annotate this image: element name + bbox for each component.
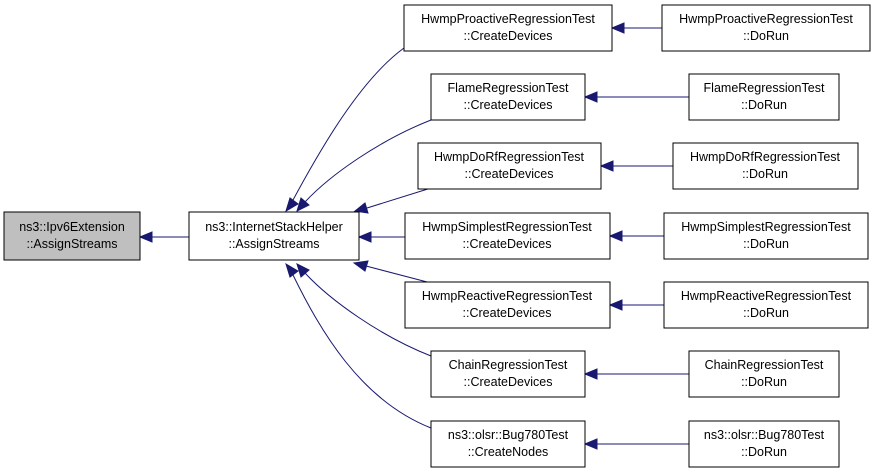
node-hwmp-proactive-dorun[interactable]: HwmpProactiveRegressionTest ::DoRun xyxy=(661,4,871,52)
node-label-line2: ::DoRun xyxy=(742,167,788,181)
node-label-line2: ::CreateDevices xyxy=(464,375,553,389)
node-hwmp-simplest-createdevices[interactable]: HwmpSimplestRegressionTest ::CreateDevic… xyxy=(404,212,611,260)
arrowhead-flame-cd xyxy=(583,91,598,103)
node-label-line1: HwmpSimplestRegressionTest xyxy=(681,220,851,234)
node-label-line2: ::DoRun xyxy=(741,445,787,459)
node-hwmp-proactive-createdevices[interactable]: HwmpProactiveRegressionTest ::CreateDevi… xyxy=(403,4,613,52)
edge-reactive-cd-to-ish xyxy=(365,265,432,284)
node-label-line1: ns3::olsr::Bug780Test xyxy=(448,428,569,442)
node-hwmp-dorf-createdevices[interactable]: HwmpDoRfRegressionTest ::CreateDevices xyxy=(417,142,602,190)
node-chain-createdevices[interactable]: ChainRegressionTest ::CreateDevices xyxy=(430,350,586,398)
node-ipv6extension-assignstreams[interactable]: ns3::Ipv6Extension ::AssignStreams xyxy=(3,211,141,261)
node-internetstackhelper-assignstreams[interactable]: ns3::InternetStackHelper ::AssignStreams xyxy=(188,211,360,261)
node-label-line2: ::CreateDevices xyxy=(464,98,553,112)
node-label-line1: HwmpProactiveRegressionTest xyxy=(679,12,853,26)
arrowhead-simplest-cd xyxy=(608,230,623,242)
node-label-line1: HwmpReactiveRegressionTest xyxy=(681,289,852,303)
node-flame-createdevices[interactable]: FlameRegressionTest ::CreateDevices xyxy=(430,73,586,121)
edge-dorf-cd-to-ish xyxy=(366,187,432,209)
node-label-line1: HwmpDoRfRegressionTest xyxy=(690,150,841,164)
nodes: ns3::Ipv6Extension ::AssignStreams ns3::… xyxy=(3,4,871,468)
arrowhead-ish-from-bug780 xyxy=(285,262,299,278)
node-chain-dorun[interactable]: ChainRegressionTest ::DoRun xyxy=(688,350,840,398)
node-label-line2: ::DoRun xyxy=(743,29,789,43)
edge-flame-cd-to-ish xyxy=(304,119,432,203)
arrowhead-dorf-cd xyxy=(599,160,614,172)
node-label-line1: FlameRegressionTest xyxy=(704,81,825,95)
node-label-line1: ns3::InternetStackHelper xyxy=(205,220,343,234)
node-hwmp-dorf-dorun[interactable]: HwmpDoRfRegressionTest ::DoRun xyxy=(672,142,859,190)
node-flame-dorun[interactable]: FlameRegressionTest ::DoRun xyxy=(688,73,840,121)
arrowhead-ish-from-dorf xyxy=(353,202,369,214)
arrowhead-ish-from-simplest xyxy=(357,231,372,243)
node-label-line1: HwmpReactiveRegressionTest xyxy=(422,289,593,303)
node-label-line1: ChainRegressionTest xyxy=(705,358,824,372)
node-label-line1: HwmpProactiveRegressionTest xyxy=(421,12,595,26)
node-label-line1: ChainRegressionTest xyxy=(449,358,568,372)
node-label-line2: ::CreateDevices xyxy=(463,237,552,251)
edge-chain-cd-to-ish xyxy=(304,272,432,357)
arrowhead-reactive-cd xyxy=(608,299,623,311)
node-hwmp-simplest-dorun[interactable]: HwmpSimplestRegressionTest ::DoRun xyxy=(663,212,869,260)
edges xyxy=(138,22,689,450)
node-label-line1: HwmpSimplestRegressionTest xyxy=(422,220,592,234)
node-label-line1: FlameRegressionTest xyxy=(448,81,569,95)
node-label-line1: ns3::olsr::Bug780Test xyxy=(704,428,825,442)
arrowhead-bug780-cn xyxy=(583,438,598,450)
arrowhead-ish-from-chain xyxy=(296,263,310,278)
arrowhead-ish-from-flame xyxy=(296,197,310,212)
edge-proactive-cd-to-ish xyxy=(292,47,405,201)
arrowhead-ish-from-proactive xyxy=(285,197,299,213)
arrowhead-ipv6ext xyxy=(138,231,153,243)
node-label-line2: ::CreateDevices xyxy=(463,306,552,320)
node-label-line2: ::AssignStreams xyxy=(228,237,319,251)
node-label-line1: HwmpDoRfRegressionTest xyxy=(434,150,585,164)
node-label-line2: ::DoRun xyxy=(741,98,787,112)
arrowhead-proactive-cd xyxy=(610,22,625,34)
arrowhead-chain-cd xyxy=(583,368,598,380)
arrowhead-ish-from-reactive xyxy=(352,260,369,272)
edge-bug780-cn-to-ish xyxy=(292,274,432,429)
node-olsr-bug780-dorun[interactable]: ns3::olsr::Bug780Test ::DoRun xyxy=(688,420,840,468)
node-label-line2: ::AssignStreams xyxy=(26,237,117,251)
node-hwmp-reactive-dorun[interactable]: HwmpReactiveRegressionTest ::DoRun xyxy=(663,281,869,329)
node-label-line1: ns3::Ipv6Extension xyxy=(19,220,125,234)
node-olsr-bug780-createnodes[interactable]: ns3::olsr::Bug780Test ::CreateNodes xyxy=(430,420,586,468)
node-label-line2: ::DoRun xyxy=(741,375,787,389)
node-label-line2: ::CreateNodes xyxy=(468,445,549,459)
node-label-line2: ::DoRun xyxy=(743,237,789,251)
node-label-line2: ::CreateDevices xyxy=(464,29,553,43)
node-label-line2: ::DoRun xyxy=(743,306,789,320)
node-label-line2: ::CreateDevices xyxy=(465,167,554,181)
node-hwmp-reactive-createdevices[interactable]: HwmpReactiveRegressionTest ::CreateDevic… xyxy=(404,281,611,329)
